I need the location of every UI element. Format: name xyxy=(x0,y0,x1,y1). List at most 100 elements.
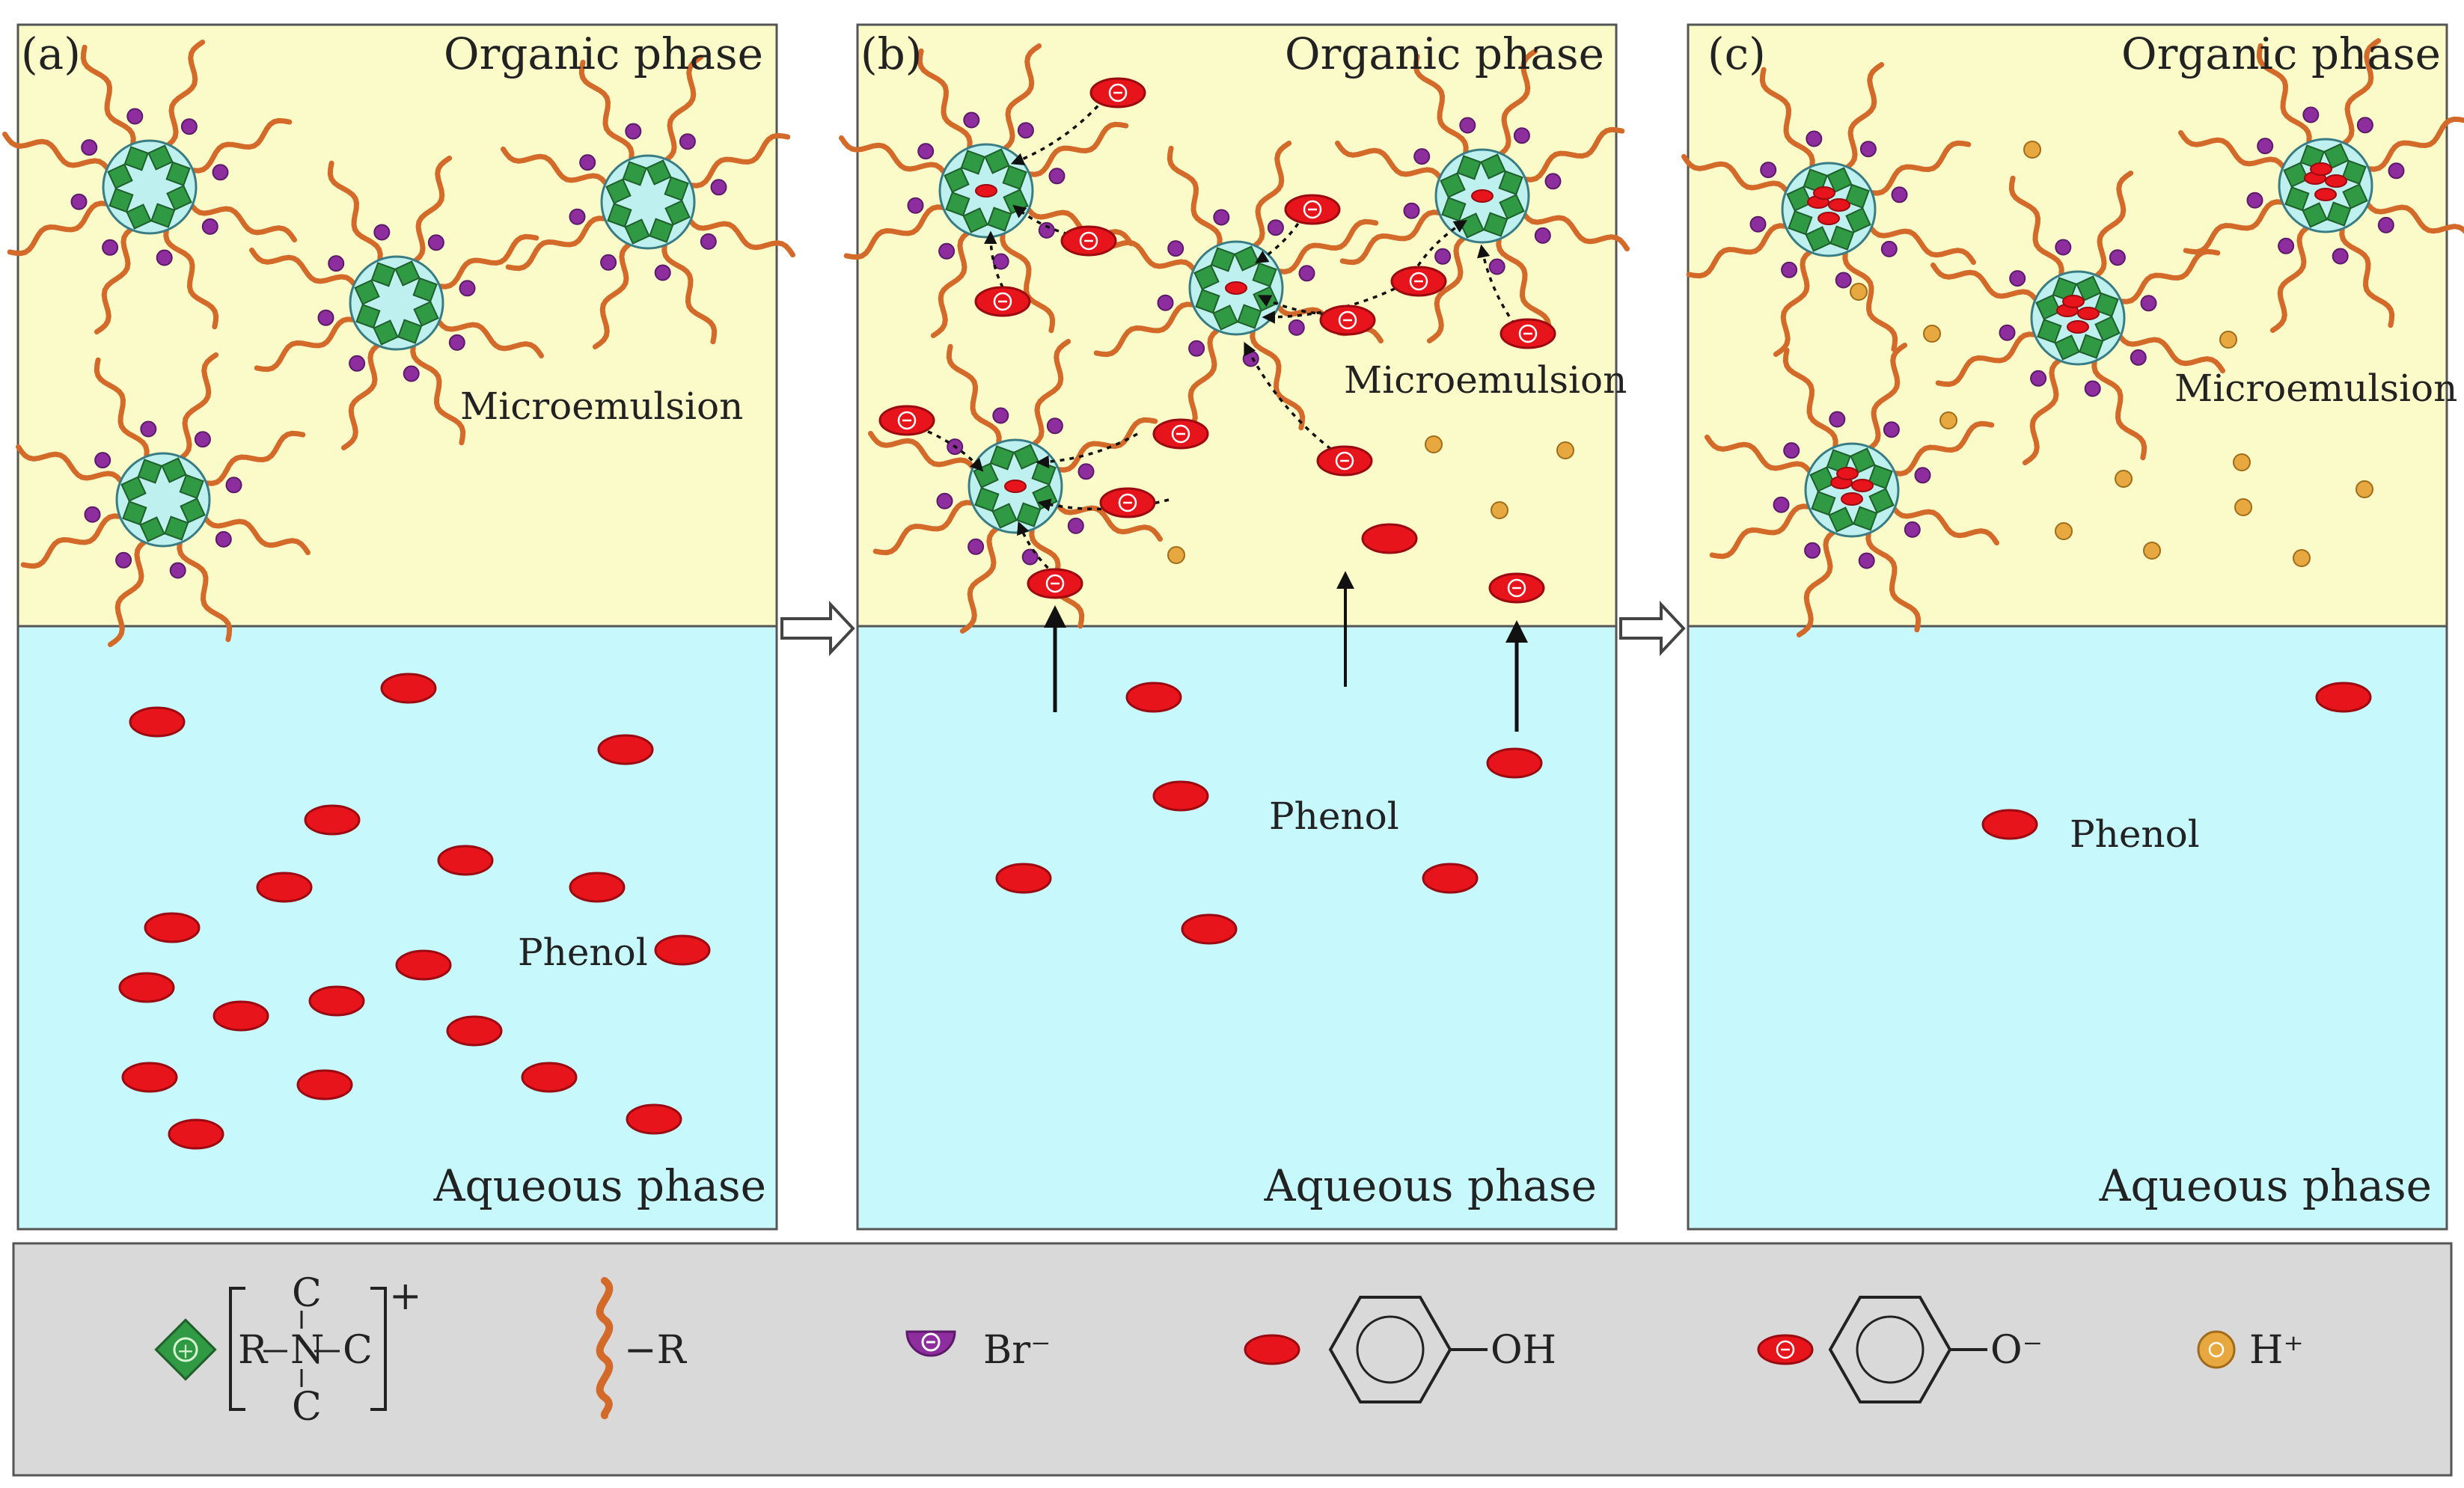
micelle xyxy=(2178,38,2464,333)
alkyl-tail xyxy=(839,135,950,180)
phenol-molecule xyxy=(1486,747,1543,779)
phenol-molecule xyxy=(304,804,361,836)
surfactant-head xyxy=(1845,207,1871,233)
surfactant-head xyxy=(150,203,176,228)
phenol-molecule xyxy=(569,872,626,903)
alkyl-tail xyxy=(917,48,973,156)
bromide-ion xyxy=(1773,496,1790,513)
phenolate-ion xyxy=(1152,418,1209,450)
bromide-ion xyxy=(349,355,366,372)
proton-icon xyxy=(2197,1330,2236,1369)
surfactant-head xyxy=(2054,334,2080,361)
micelle xyxy=(2,40,297,334)
proton xyxy=(1850,283,1868,301)
surfactant-head xyxy=(646,159,672,186)
bromide-ion xyxy=(1213,209,1230,226)
bromide-ion xyxy=(1077,463,1095,480)
alkyl-tail xyxy=(198,430,306,486)
phenolate-ion xyxy=(1319,304,1376,336)
phenol-molecule xyxy=(129,706,186,738)
surfactant-head xyxy=(1252,262,1277,287)
trapped-phenolate xyxy=(2067,320,2089,334)
microemulsion-label: Microemulsion xyxy=(460,385,743,428)
trapped-phenolate xyxy=(1004,480,1027,493)
legend-phenolate: O⁻ xyxy=(1757,1296,2043,1403)
micelle xyxy=(1705,343,1999,637)
dotted-arrow xyxy=(1036,432,1138,469)
bromide-ion xyxy=(1048,168,1066,185)
alkyl-tail xyxy=(1250,323,1306,431)
alkyl-tail xyxy=(2362,197,2464,234)
phenol-molecule xyxy=(1181,913,1238,945)
bromide-ion xyxy=(81,139,98,156)
bromide-ion xyxy=(992,407,1009,424)
bromide-ion xyxy=(2332,248,2349,265)
surfactant-head xyxy=(180,497,206,524)
bromide-ion xyxy=(1459,117,1476,134)
minus-charge-icon xyxy=(1335,451,1354,471)
phenol-molecule xyxy=(597,734,654,765)
bromide-ion xyxy=(328,255,345,272)
bromide-ion xyxy=(569,208,586,225)
surfactant-head xyxy=(1013,444,1039,470)
alkyl-tail xyxy=(1759,67,1815,174)
trapped-phenolate xyxy=(1828,198,1850,212)
bromide-ion xyxy=(967,538,985,555)
benzene-ring-icon xyxy=(1828,1296,1952,1403)
alkyl-tail xyxy=(659,55,704,165)
alkyl-tail xyxy=(2089,171,2134,281)
bromide-ion xyxy=(625,123,642,140)
alkyl-tail xyxy=(432,233,539,290)
alkyl-tail xyxy=(2337,38,2382,149)
transition-arrow-b-c xyxy=(1619,600,1686,657)
phenolate-ion xyxy=(1488,572,1545,604)
aqueous-phase-region xyxy=(1687,625,2448,1231)
alkyl-tail xyxy=(1709,503,1817,560)
panel-c-text: (c) Organic phase Microemulsion Phenol A… xyxy=(1708,28,2457,1211)
surfactant-head xyxy=(1499,194,1525,220)
surfactant-head xyxy=(2326,201,2352,227)
trapped-phenolate xyxy=(2314,188,2337,201)
alkyl-tail xyxy=(1517,126,1625,183)
panel-a-text: (a) Organic phase Microemulsion Phenol A… xyxy=(21,28,766,1211)
phenol-group-label: OH xyxy=(1491,1328,1556,1373)
bromide-ion xyxy=(2084,380,2101,397)
bromide-ion xyxy=(1188,340,1205,357)
trapped-phenolate xyxy=(1851,479,1874,492)
dotted-arrow xyxy=(984,230,1004,288)
minus-charge-icon xyxy=(1118,493,1137,512)
bromide-ion xyxy=(1781,261,1798,278)
phenol-molecule xyxy=(1981,809,2038,840)
legend-proton: H⁺ xyxy=(2197,1328,2304,1373)
alkyl-tail xyxy=(186,198,297,243)
alkyl-tail xyxy=(1023,202,1134,247)
bromide-ion xyxy=(1880,240,1898,257)
dotted-arrow xyxy=(1010,97,1106,165)
surfactant-head xyxy=(1441,197,1467,222)
bromide-ion xyxy=(2030,370,2047,387)
surfactant-head xyxy=(137,459,162,484)
alkyl-tail xyxy=(1180,325,1225,435)
alkyl-tail xyxy=(200,511,311,556)
proton xyxy=(2233,453,2251,471)
surfactant-head xyxy=(974,487,1000,512)
bromide-ion xyxy=(403,365,420,382)
alkyl-tail xyxy=(1842,245,1898,352)
alkyl-tail xyxy=(2178,129,2289,174)
bromide-ion xyxy=(2009,270,2026,287)
alkyl-tail xyxy=(107,536,152,647)
transfer-arrows xyxy=(1044,571,1528,732)
surfactant-head xyxy=(1483,212,1508,237)
alkyl-tail xyxy=(1930,262,2041,307)
surfactant-head xyxy=(2283,162,2309,188)
surfactant-head xyxy=(945,192,970,217)
proton xyxy=(1556,441,1574,459)
alkyl-tail xyxy=(2113,248,2221,304)
surfactant-head xyxy=(161,457,187,483)
alkyl-tail xyxy=(930,227,975,338)
surfactant-head xyxy=(413,301,439,327)
phenol-molecule xyxy=(437,845,494,876)
alkyl-tail xyxy=(16,444,126,489)
bromide-ion xyxy=(201,218,218,235)
bromide-ion xyxy=(2257,138,2274,155)
